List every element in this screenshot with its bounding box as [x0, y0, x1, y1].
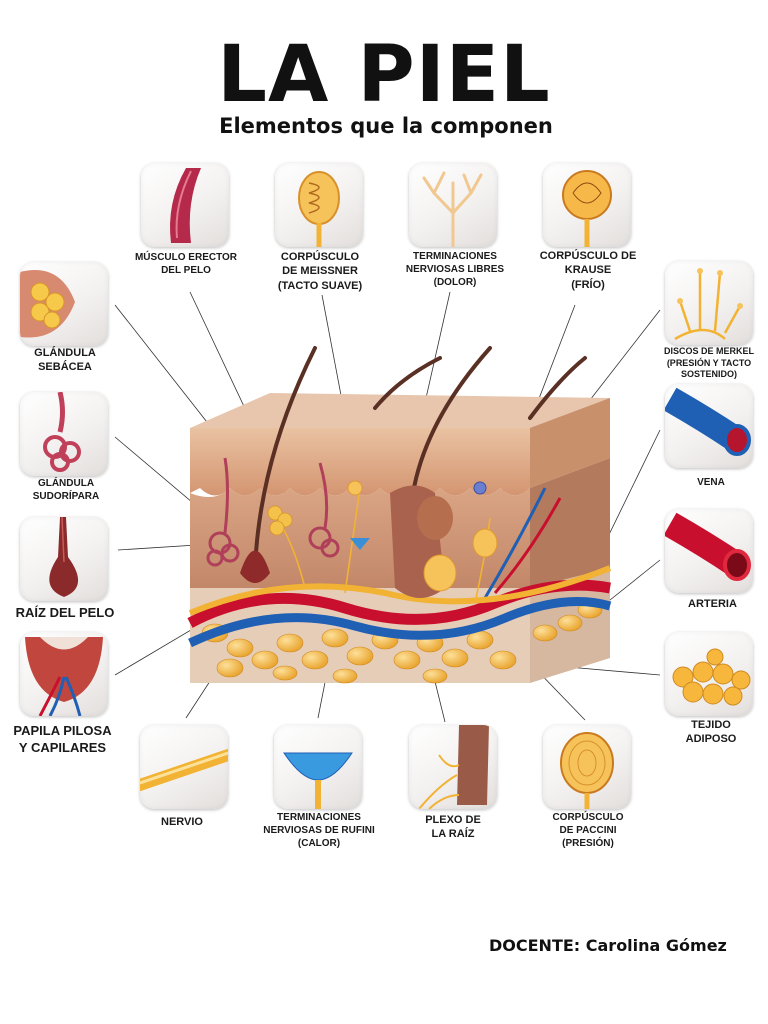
label-tejido-adiposo: TEJIDO ADIPOSO [665, 718, 757, 747]
label-papila: PAPILA PILOSA Y CAPILARES [0, 723, 125, 757]
meissner-corpuscle-icon [275, 163, 363, 247]
label-terminaciones-libres: TERMINACIONES NERVIOSAS LIBRES (DOLOR) [390, 250, 520, 289]
krause-corpuscle-icon [543, 163, 631, 247]
label-arteria: ARTERIA [665, 597, 760, 611]
label-meissner: CORPÚSCULO DE MEISSNER (TACTO SUAVE) [255, 250, 385, 293]
label-vena: VENA [665, 476, 757, 489]
vein-icon [665, 384, 753, 468]
pacinian-corpuscle [424, 555, 456, 591]
page-title: LA PIEL [0, 36, 768, 114]
label-plexo: PLEXO DE LA RAÍZ [403, 813, 503, 842]
label-ruffini: TERMINACIONES NERVIOSAS DE RUFINI (CALOR… [250, 811, 388, 850]
hair-papilla-icon [20, 632, 108, 716]
hair-root-icon [20, 517, 108, 601]
nerve-icon [140, 725, 228, 809]
sweat-gland-icon [20, 392, 108, 476]
label-nervio: NERVIO [132, 815, 232, 829]
label-sudoripara: GLÁNDULA SUDORÍPARA [0, 477, 132, 503]
ruffini-endings-icon [274, 725, 362, 809]
root-plexus-icon [409, 725, 497, 809]
sebaceous-gland-icon [20, 262, 108, 346]
label-merkel: DISCOS DE MERKEL (PRESIÓN Y TACTO SOSTEN… [650, 346, 768, 381]
artery-icon [665, 509, 753, 593]
label-musculo-erector: MÚSCULO ERECTOR DEL PELO [122, 251, 250, 277]
page-subtitle: Elementos que la componen [0, 114, 768, 138]
muscle-icon [141, 163, 229, 247]
skin-cross-section [185, 288, 615, 688]
merkel-discs-icon [665, 261, 753, 345]
label-sebacea: GLÁNDULA SEBÁCEA [0, 346, 130, 375]
label-raiz-pelo: RAÍZ DEL PELO [0, 605, 130, 622]
label-paccini: CORPÚSCULO DE PACCINI (PRESIÓN) [535, 811, 641, 850]
free-nerve-endings-icon [409, 163, 497, 247]
label-krause: CORPÚSCULO DE KRAUSE (FRÍO) [525, 249, 651, 292]
pacinian-corpuscle-icon [543, 725, 631, 809]
adipose-tissue-icon [665, 632, 753, 716]
teacher-credit: DOCENTE: Carolina Gómez [489, 936, 727, 955]
